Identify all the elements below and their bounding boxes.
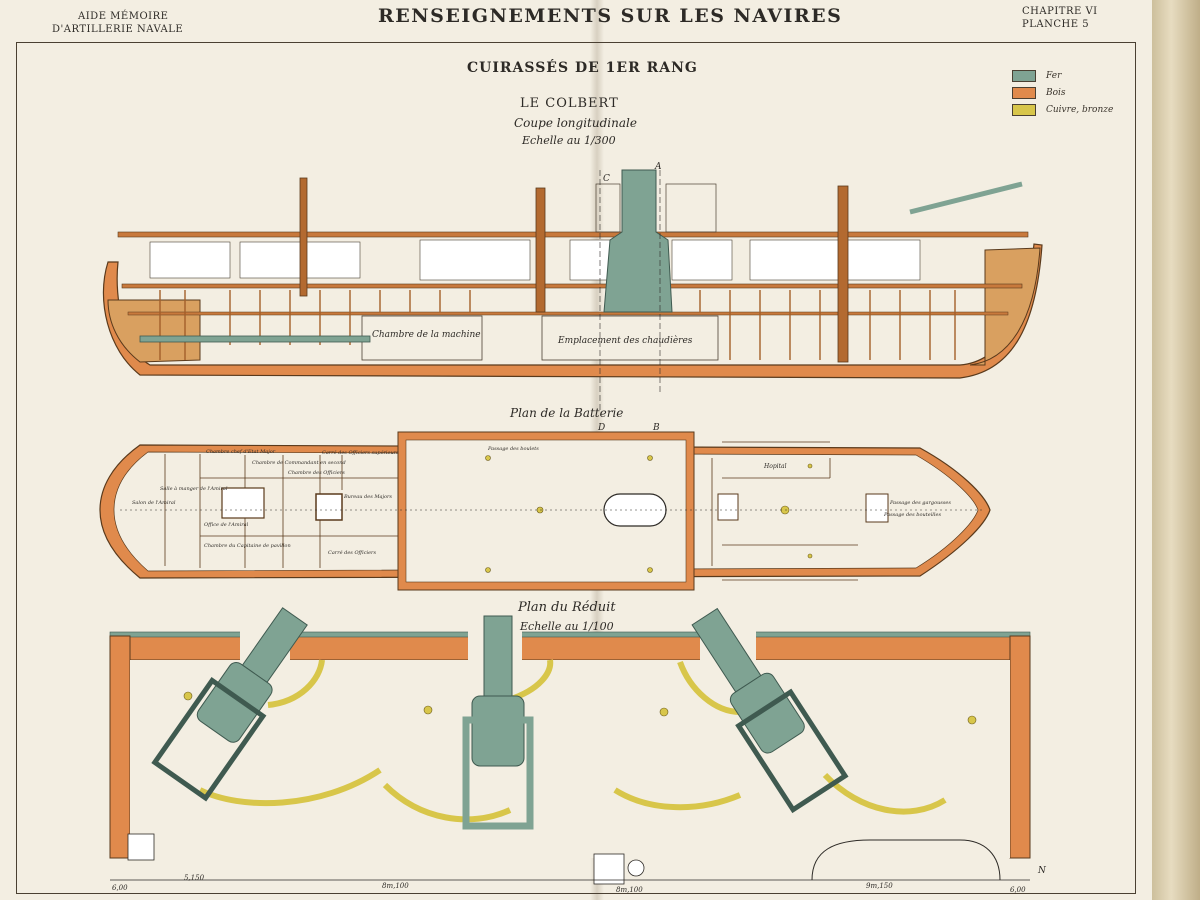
gun-centre — [462, 615, 534, 830]
room-carre-officiers: Carré des Officiers — [328, 550, 377, 556]
room-office-amiral: Office de l'Amiral — [204, 522, 249, 528]
boiler-room — [541, 315, 719, 361]
wood-swatch — [1012, 87, 1036, 99]
legend-wood-label: Bois — [1046, 88, 1066, 98]
funnel — [603, 169, 673, 313]
mark-d: D — [598, 423, 606, 433]
room-capitaine-pavillon: Chambre du Capitaine de pavillon — [204, 543, 291, 549]
passage-boulets-label: Passage des boulets — [488, 446, 539, 452]
propeller-shaft — [139, 335, 371, 343]
turret-outline — [811, 839, 1001, 881]
mizzen-mast — [299, 177, 308, 297]
battery-plan — [99, 431, 991, 591]
bow-block — [969, 247, 1041, 366]
plate-frame — [16, 42, 1136, 894]
traverse-racers — [198, 659, 947, 823]
machine-room — [361, 315, 483, 361]
section-subtitle: Coupe longitudinale — [514, 116, 637, 130]
bridge-structure — [595, 183, 621, 233]
header-right-line2: PLANCHE 5 — [1022, 19, 1090, 30]
gunport-row — [149, 239, 921, 281]
majors-bureau — [315, 493, 343, 521]
battery-deck — [121, 283, 1023, 289]
main-mast — [535, 187, 546, 313]
hospital-top-label: Hopital — [764, 463, 787, 470]
passage-bouteilles-label: Passage des bouteilles — [884, 512, 942, 518]
reduit-scale: Echelle au 1/100 — [520, 620, 614, 633]
header-title: RENSEIGNEMENTS SUR LES NAVIRES — [378, 5, 843, 27]
room-carre-superieurs: Carré des Officiers supérieurs — [322, 450, 399, 456]
reduit-right-wall — [1009, 635, 1031, 859]
cabin-partitions — [164, 441, 858, 581]
reduit-iron-plating — [109, 631, 1031, 638]
boiler-space-label: Emplacement des chaudières — [558, 336, 693, 346]
legend-bronze: Cuivre, bronze — [1012, 104, 1113, 116]
lower-deck — [127, 311, 1009, 316]
header-left-line2: D'ARTILLERIE NAVALE — [52, 24, 184, 35]
mark-b: B — [653, 423, 660, 433]
fwd-locker — [717, 493, 739, 521]
reduit-plan — [109, 607, 1031, 885]
room-chef-etat-major: Chambre chef d'Etat Major — [206, 449, 276, 455]
room-salon-amiral: Salon de l'Amiral — [132, 500, 176, 506]
fwd-locker-2 — [865, 493, 889, 523]
gun-right — [691, 607, 849, 814]
book-edge — [1152, 0, 1200, 900]
north-marker: N — [1038, 866, 1046, 876]
longitudinal-section — [102, 169, 1043, 410]
dim-1: 5,150 — [184, 874, 205, 882]
legend-iron: Fer — [1012, 70, 1061, 82]
legend-bronze-label: Cuivre, bronze — [1046, 105, 1114, 115]
scale-top: Echelle au 1/300 — [522, 134, 616, 147]
fore-mast — [837, 185, 849, 363]
room-commandant: Chambre de Commandant en second — [252, 460, 346, 466]
stern-block — [107, 299, 201, 363]
dim-3: 8m,100 — [616, 886, 643, 894]
room-officiers: Chambre des Officiers — [288, 470, 345, 476]
legend-iron-label: Fer — [1046, 71, 1062, 81]
reduit-floor — [130, 660, 1010, 858]
header-left-line1: AIDE MÉMOIRE — [78, 11, 169, 22]
ship-name: LE COLBERT — [520, 96, 619, 111]
room-salle-a-manger: Salle à manger de l'Amiral — [160, 486, 228, 492]
legend-wood: Bois — [1012, 87, 1066, 99]
dim-4: 9m,150 — [866, 882, 893, 890]
reduit-left-wall — [109, 635, 131, 859]
battery-plan-title: Plan de la Batterie — [510, 406, 624, 420]
passage-gargousses-label: Passage des gargousses — [890, 500, 951, 506]
iron-swatch — [1012, 70, 1036, 82]
upper-deck — [117, 231, 1029, 238]
hatch-left — [127, 833, 155, 861]
room-bureau-majors: Bureau des Majors — [344, 494, 392, 500]
reduit-plan-title: Plan du Réduit — [518, 600, 616, 615]
plate-heading: CUIRASSÉS DE 1ER RANG — [467, 60, 698, 76]
bowsprit — [909, 181, 1023, 215]
machine-room-label: Chambre de la machine — [372, 330, 481, 340]
admiral-office-table — [221, 487, 265, 519]
scuttle — [627, 859, 645, 877]
reduit-bolts — [183, 691, 977, 725]
dim-left: 6,00 — [112, 884, 128, 892]
hatch-centre — [593, 853, 625, 885]
mark-a: A — [655, 162, 662, 172]
dim-2: 8m,100 — [382, 882, 409, 890]
gun-left — [151, 607, 308, 802]
header-right-line1: CHAPITRE VI — [1022, 6, 1098, 17]
mark-c: C — [603, 174, 610, 184]
dim-right: 6,00 — [1010, 886, 1026, 894]
deck-house — [665, 183, 717, 233]
bronze-swatch — [1012, 104, 1036, 116]
